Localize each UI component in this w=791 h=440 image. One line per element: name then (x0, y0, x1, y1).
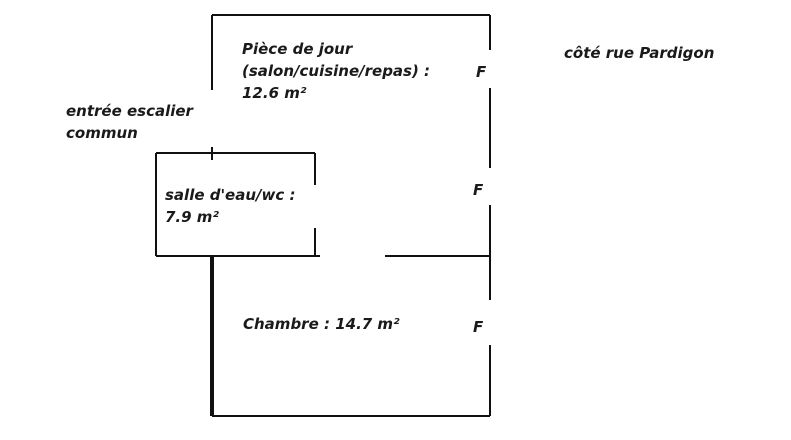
stairs-label: entrée escalier commun (66, 100, 193, 144)
bathroom-name: salle d'eau/wc : (165, 186, 296, 204)
bathroom-label: salle d'eau/wc : 7.9 m² (165, 184, 295, 228)
stairs-line-1: entrée escalier (66, 102, 193, 120)
street-text: côté rue Pardigon (564, 44, 715, 62)
living-room-area: 12.6 m² (242, 84, 307, 102)
living-room-detail: (salon/cuisine/repas) : (242, 62, 431, 80)
bedroom-name-area: Chambre : 14.7 m² (243, 315, 400, 333)
window-mark-bathroom: F (473, 181, 484, 199)
stairs-line-2: commun (66, 124, 138, 142)
living-room-name: Pièce de jour (242, 40, 353, 58)
window-mark-living: F (476, 63, 487, 81)
bathroom-area: 7.9 m² (165, 208, 219, 226)
street-label: côté rue Pardigon (564, 42, 714, 64)
living-room-label: Pièce de jour (salon/cuisine/repas) : 12… (242, 38, 430, 104)
window-mark-bedroom: F (473, 318, 484, 336)
bedroom-label: Chambre : 14.7 m² (243, 313, 400, 335)
